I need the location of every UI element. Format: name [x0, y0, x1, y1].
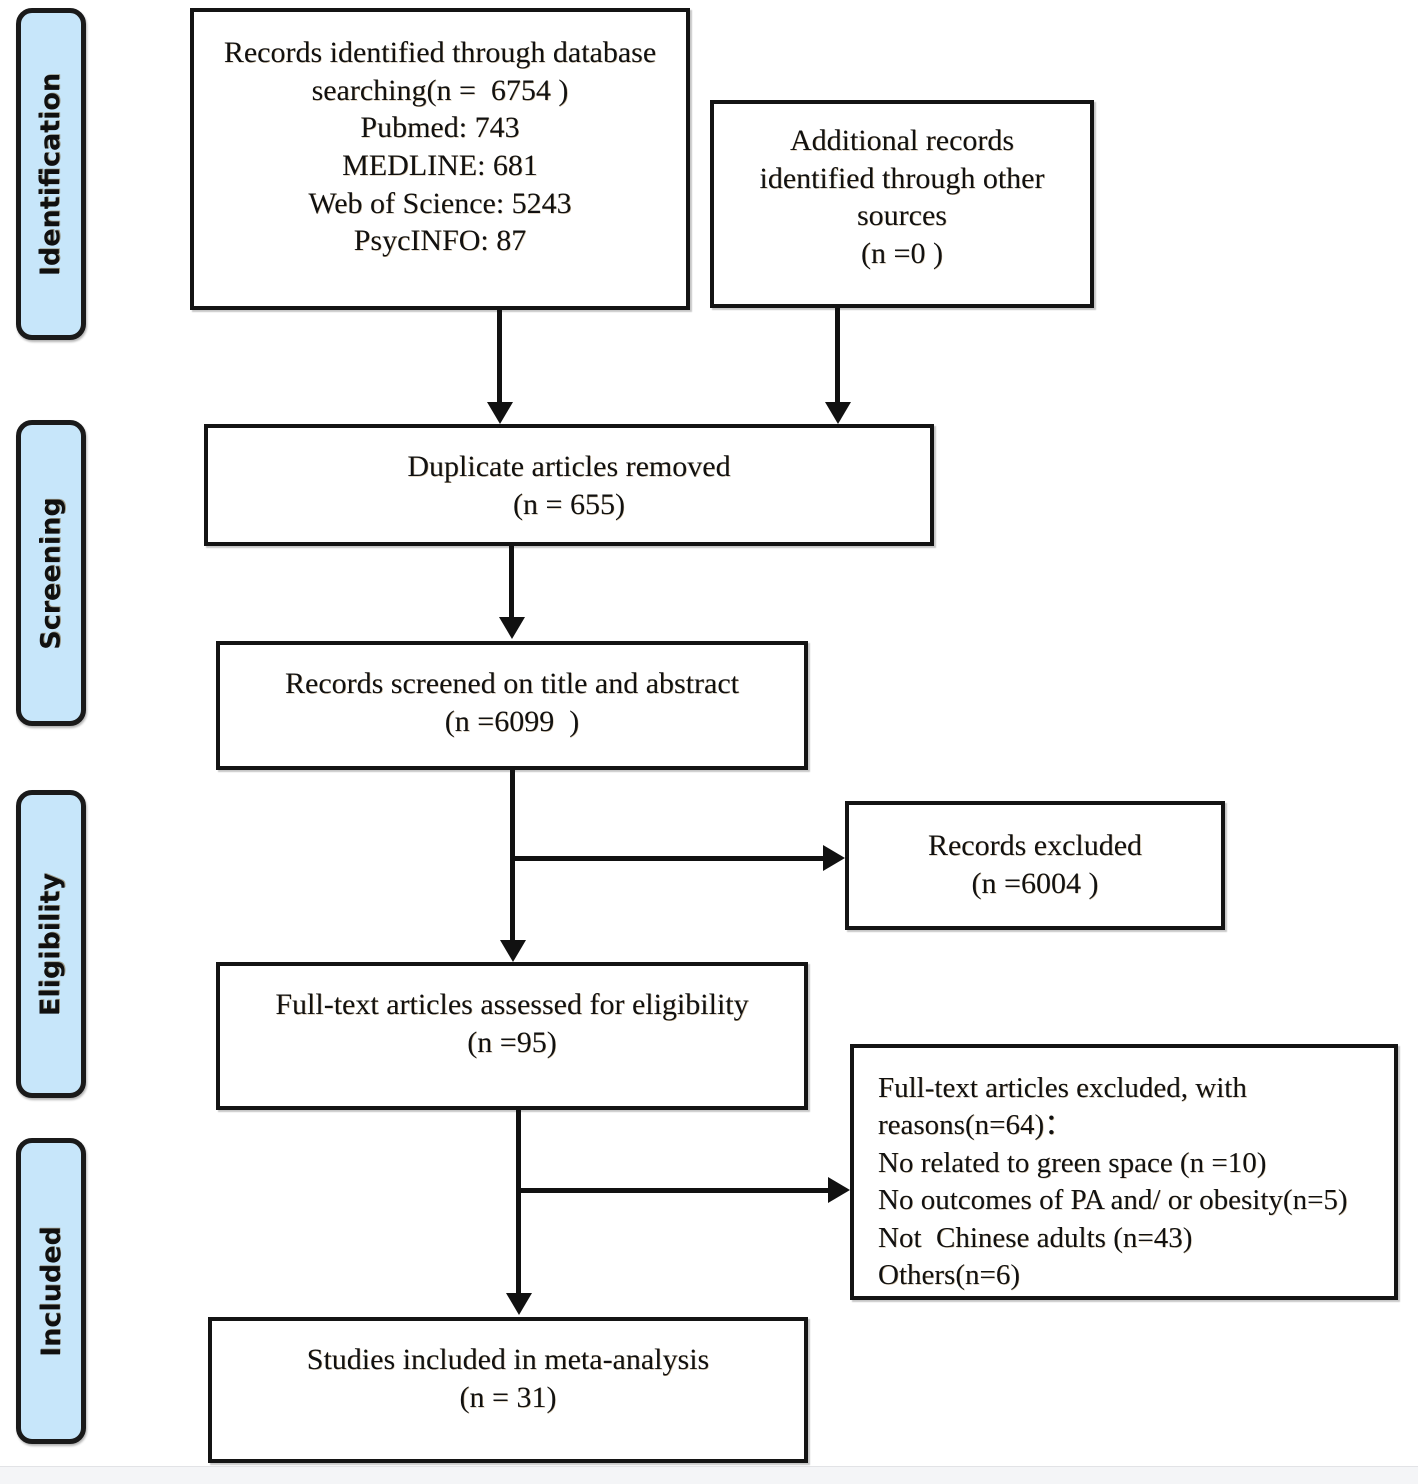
stage-tab-identification-label: Identification	[35, 72, 67, 276]
connector-other-to-duplicates-line	[835, 308, 840, 404]
connector-screened-to-excluded-arrow	[823, 845, 845, 871]
connector-fulltext-to-excluded-arrow	[828, 1177, 850, 1203]
stage-tab-included-label: Included	[35, 1225, 67, 1357]
box-database-search: Records identified through database sear…	[190, 8, 690, 310]
box-duplicates-removed: Duplicate articles removed (n = 655)	[204, 424, 934, 546]
box-fulltext-excluded: Full-text articles excluded, with reason…	[850, 1044, 1398, 1300]
connector-database-to-duplicates-arrow	[487, 402, 513, 424]
stage-tab-included: Included	[16, 1138, 86, 1444]
stage-tab-screening: Screening	[16, 420, 86, 726]
connector-fulltext-to-included-arrow	[506, 1293, 532, 1315]
connector-fulltext-to-included-line	[516, 1110, 521, 1295]
box-database-search-text: Records identified through database sear…	[223, 36, 657, 258]
connector-screened-to-fulltext-arrow	[500, 940, 526, 962]
stage-tab-eligibility: Eligibility	[16, 790, 86, 1098]
footer-strip	[0, 1466, 1418, 1484]
box-records-screened-text: Records screened on title and abstract (…	[285, 667, 739, 738]
connector-other-to-duplicates-arrow	[825, 402, 851, 424]
box-records-excluded-text: Records excluded (n =6004 )	[927, 829, 1143, 900]
connector-duplicates-to-screened-arrow	[499, 617, 525, 639]
box-fulltext-excluded-text: Full-text articles excluded, with reason…	[878, 1072, 1348, 1292]
box-fulltext-assessed: Full-text articles assessed for eligibil…	[216, 962, 808, 1110]
connector-fulltext-to-excluded-line	[518, 1188, 830, 1193]
box-other-sources-text: Additional records identified through ot…	[759, 124, 1045, 270]
box-other-sources: Additional records identified through ot…	[710, 100, 1094, 308]
stage-tab-screening-label: Screening	[35, 496, 67, 650]
box-records-screened: Records screened on title and abstract (…	[216, 641, 808, 770]
box-duplicates-removed-text: Duplicate articles removed (n = 655)	[407, 450, 731, 521]
box-studies-included-text: Studies included in meta-analysis (n = 3…	[306, 1343, 710, 1414]
stage-tab-identification: Identification	[16, 8, 86, 340]
stage-tab-eligibility-label: Eligibility	[35, 872, 67, 1016]
box-records-excluded: Records excluded (n =6004 )	[845, 801, 1225, 930]
connector-database-to-duplicates-line	[497, 310, 502, 404]
connector-duplicates-to-screened-line	[509, 546, 514, 619]
connector-screened-to-excluded-line	[512, 856, 825, 861]
box-studies-included: Studies included in meta-analysis (n = 3…	[208, 1317, 808, 1463]
box-fulltext-assessed-text: Full-text articles assessed for eligibil…	[275, 988, 749, 1059]
